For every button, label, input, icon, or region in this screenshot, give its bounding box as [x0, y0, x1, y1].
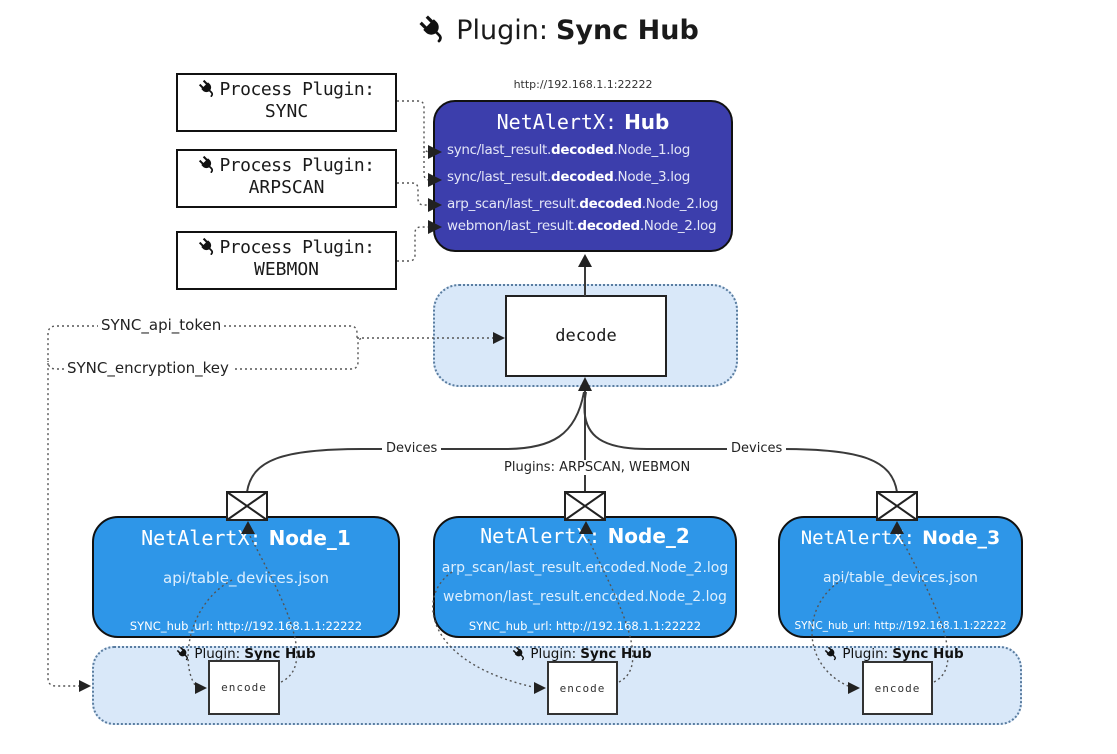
- process-plugin-name: ARPSCAN: [248, 177, 325, 198]
- node-3-hub-url: SYNC_hub_url: http://192.168.1.1:22222: [794, 620, 1007, 632]
- process-plugin-label: Process Plugin:: [219, 155, 375, 176]
- sync-api-token-label: SYNC_api_token: [98, 316, 225, 334]
- process-plugin-name: SYNC: [264, 101, 309, 122]
- devices-left-label: Devices: [382, 441, 442, 456]
- hub-title-prefix: NetAlertX:: [496, 110, 618, 134]
- plug-icon: [824, 646, 840, 661]
- node-3-title: NetAlertX:Node_3: [800, 527, 1001, 549]
- node-2-hub-url: SYNC_hub_url: http://192.168.1.1:22222: [468, 619, 702, 633]
- encoder-2-label: Plugin:Sync Hub: [502, 646, 662, 662]
- encode-box-2: encode: [547, 661, 618, 715]
- hub-url: http://192.168.1.1:22222: [513, 78, 653, 91]
- devices-right-label: Devices: [727, 441, 787, 456]
- sync-encryption-key-label: SYNC_encryption_key: [64, 359, 232, 377]
- plug-icon: [198, 237, 218, 256]
- hub-log-line: arp_scan/last_result.decoded.Node_2.log: [447, 196, 719, 212]
- hub-log-line: sync/last_result.decoded.Node_3.log: [447, 169, 690, 185]
- node-1-line: api/table_devices.json: [163, 569, 329, 587]
- plug-icon: [512, 646, 528, 661]
- hub-title: NetAlertX:Hub: [433, 110, 733, 134]
- node-1-hub-url: SYNC_hub_url: http://192.168.1.1:22222: [129, 619, 363, 633]
- encode-box-1: encode: [208, 660, 280, 715]
- process-plugin-label: Process Plugin:: [219, 237, 375, 258]
- node-2-title: NetAlertX:Node_2: [480, 524, 690, 548]
- process-plugin-name: WEBMON: [253, 259, 320, 280]
- process-plugin-sync: Process Plugin: SYNC: [176, 73, 397, 132]
- title-bold: Sync Hub: [555, 15, 699, 46]
- decode-label: decode: [555, 326, 617, 346]
- decode-box: decode: [505, 295, 667, 377]
- plug-icon: [176, 646, 192, 661]
- hub-box: [433, 100, 733, 252]
- node-1-title: NetAlertX:Node_1: [141, 526, 351, 550]
- encode-box-3: encode: [862, 661, 933, 715]
- plug-icon: [198, 155, 218, 174]
- process-plugin-arpscan: Process Plugin: ARPSCAN: [176, 149, 397, 208]
- process-plugin-webmon: Process Plugin: WEBMON: [176, 231, 397, 290]
- node-1-box: [92, 516, 400, 638]
- node-2-line: webmon/last_result.encoded.Node_2.log: [443, 589, 727, 605]
- title-prefix: Plugin:: [456, 15, 548, 46]
- encoder-3-label: Plugin:Sync Hub: [814, 646, 974, 662]
- hub-log-line: sync/last_result.decoded.Node_1.log: [447, 142, 690, 158]
- plug-icon: [198, 79, 218, 98]
- plugins-mid-label: Plugins: ARPSCAN, WEBMON: [500, 460, 695, 475]
- process-plugin-label: Process Plugin:: [219, 79, 375, 100]
- plugin-to-hub-connectors: [397, 100, 431, 262]
- hub-title-name: Hub: [624, 110, 670, 134]
- hub-log-line: webmon/last_result.decoded.Node_2.log: [447, 218, 717, 234]
- plug-icon: [418, 14, 449, 44]
- page-title: Plugin:Sync Hub: [0, 14, 1117, 46]
- node-2-line: arp_scan/last_result.encoded.Node_2.log: [441, 560, 729, 576]
- node-3-line: api/table_devices.json: [823, 570, 978, 586]
